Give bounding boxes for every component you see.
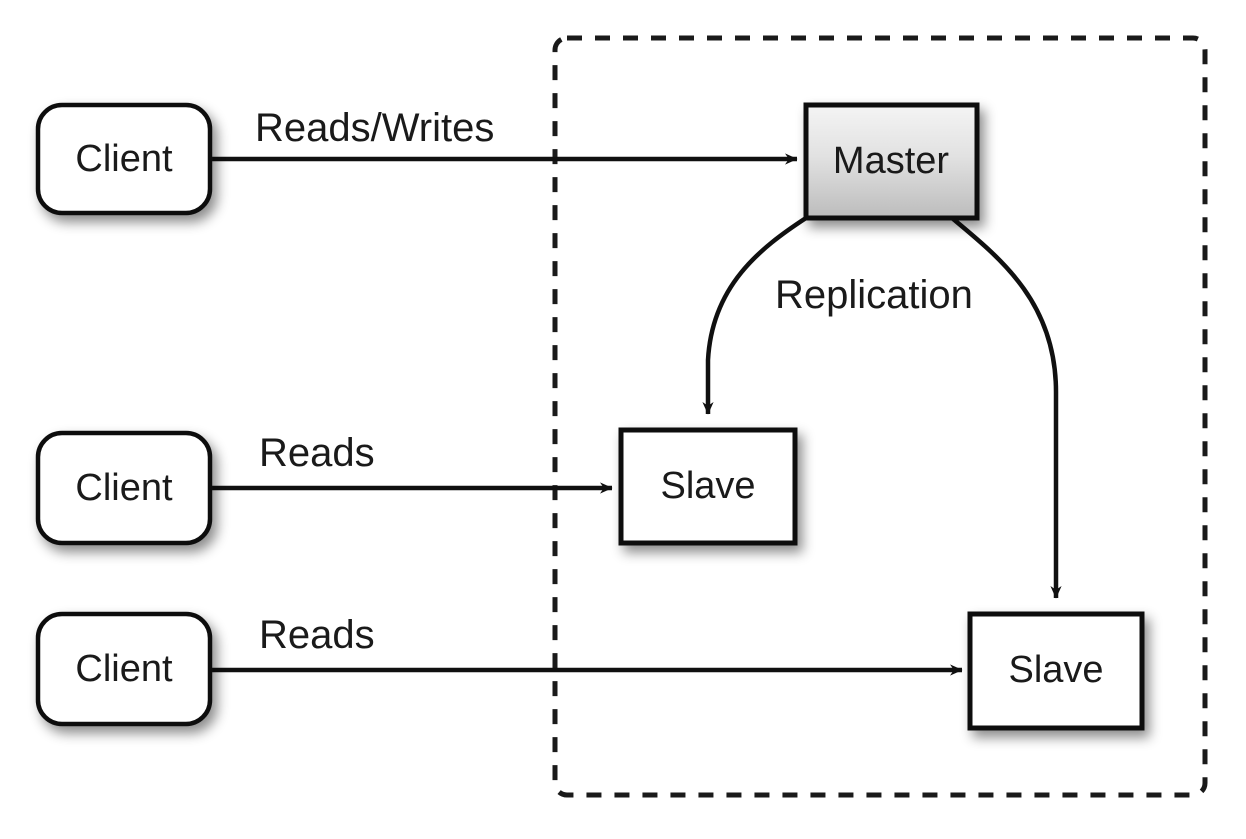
client-3-box[interactable]: [35, 611, 213, 727]
slave-2-box[interactable]: [967, 611, 1145, 731]
node-slave-2[interactable]: Slave: [967, 611, 1145, 731]
client-2-box[interactable]: [35, 430, 213, 546]
node-client-2[interactable]: Client: [35, 430, 213, 546]
slave-1-box[interactable]: [618, 427, 798, 546]
cluster-boundary-dashed-rect: [552, 35, 1208, 798]
node-slave-1[interactable]: Slave: [618, 427, 798, 546]
edge-label-reads-writes: Reads/Writes: [255, 106, 494, 150]
node-client-1[interactable]: Client: [35, 102, 213, 216]
client-2-label: Client: [75, 467, 173, 509]
edge-label-reads-slave1: Reads: [259, 431, 375, 475]
edge-curve-master-slave2: [950, 216, 1062, 599]
edge-label-reads-slave2: Reads: [259, 613, 375, 657]
slave-2-label: Slave: [1008, 649, 1103, 691]
slave-1-label: Slave: [660, 465, 755, 507]
client-1-label: Client: [75, 138, 173, 180]
master-box[interactable]: [803, 102, 980, 221]
edge-label-replication: Replication: [775, 273, 973, 317]
node-master[interactable]: Master: [803, 102, 980, 221]
node-client-3[interactable]: Client: [35, 611, 213, 727]
master-label: Master: [833, 140, 949, 182]
client-1-box[interactable]: [35, 102, 213, 216]
edge-curve-master-slave1: [702, 216, 808, 415]
client-3-label: Client: [75, 648, 173, 690]
